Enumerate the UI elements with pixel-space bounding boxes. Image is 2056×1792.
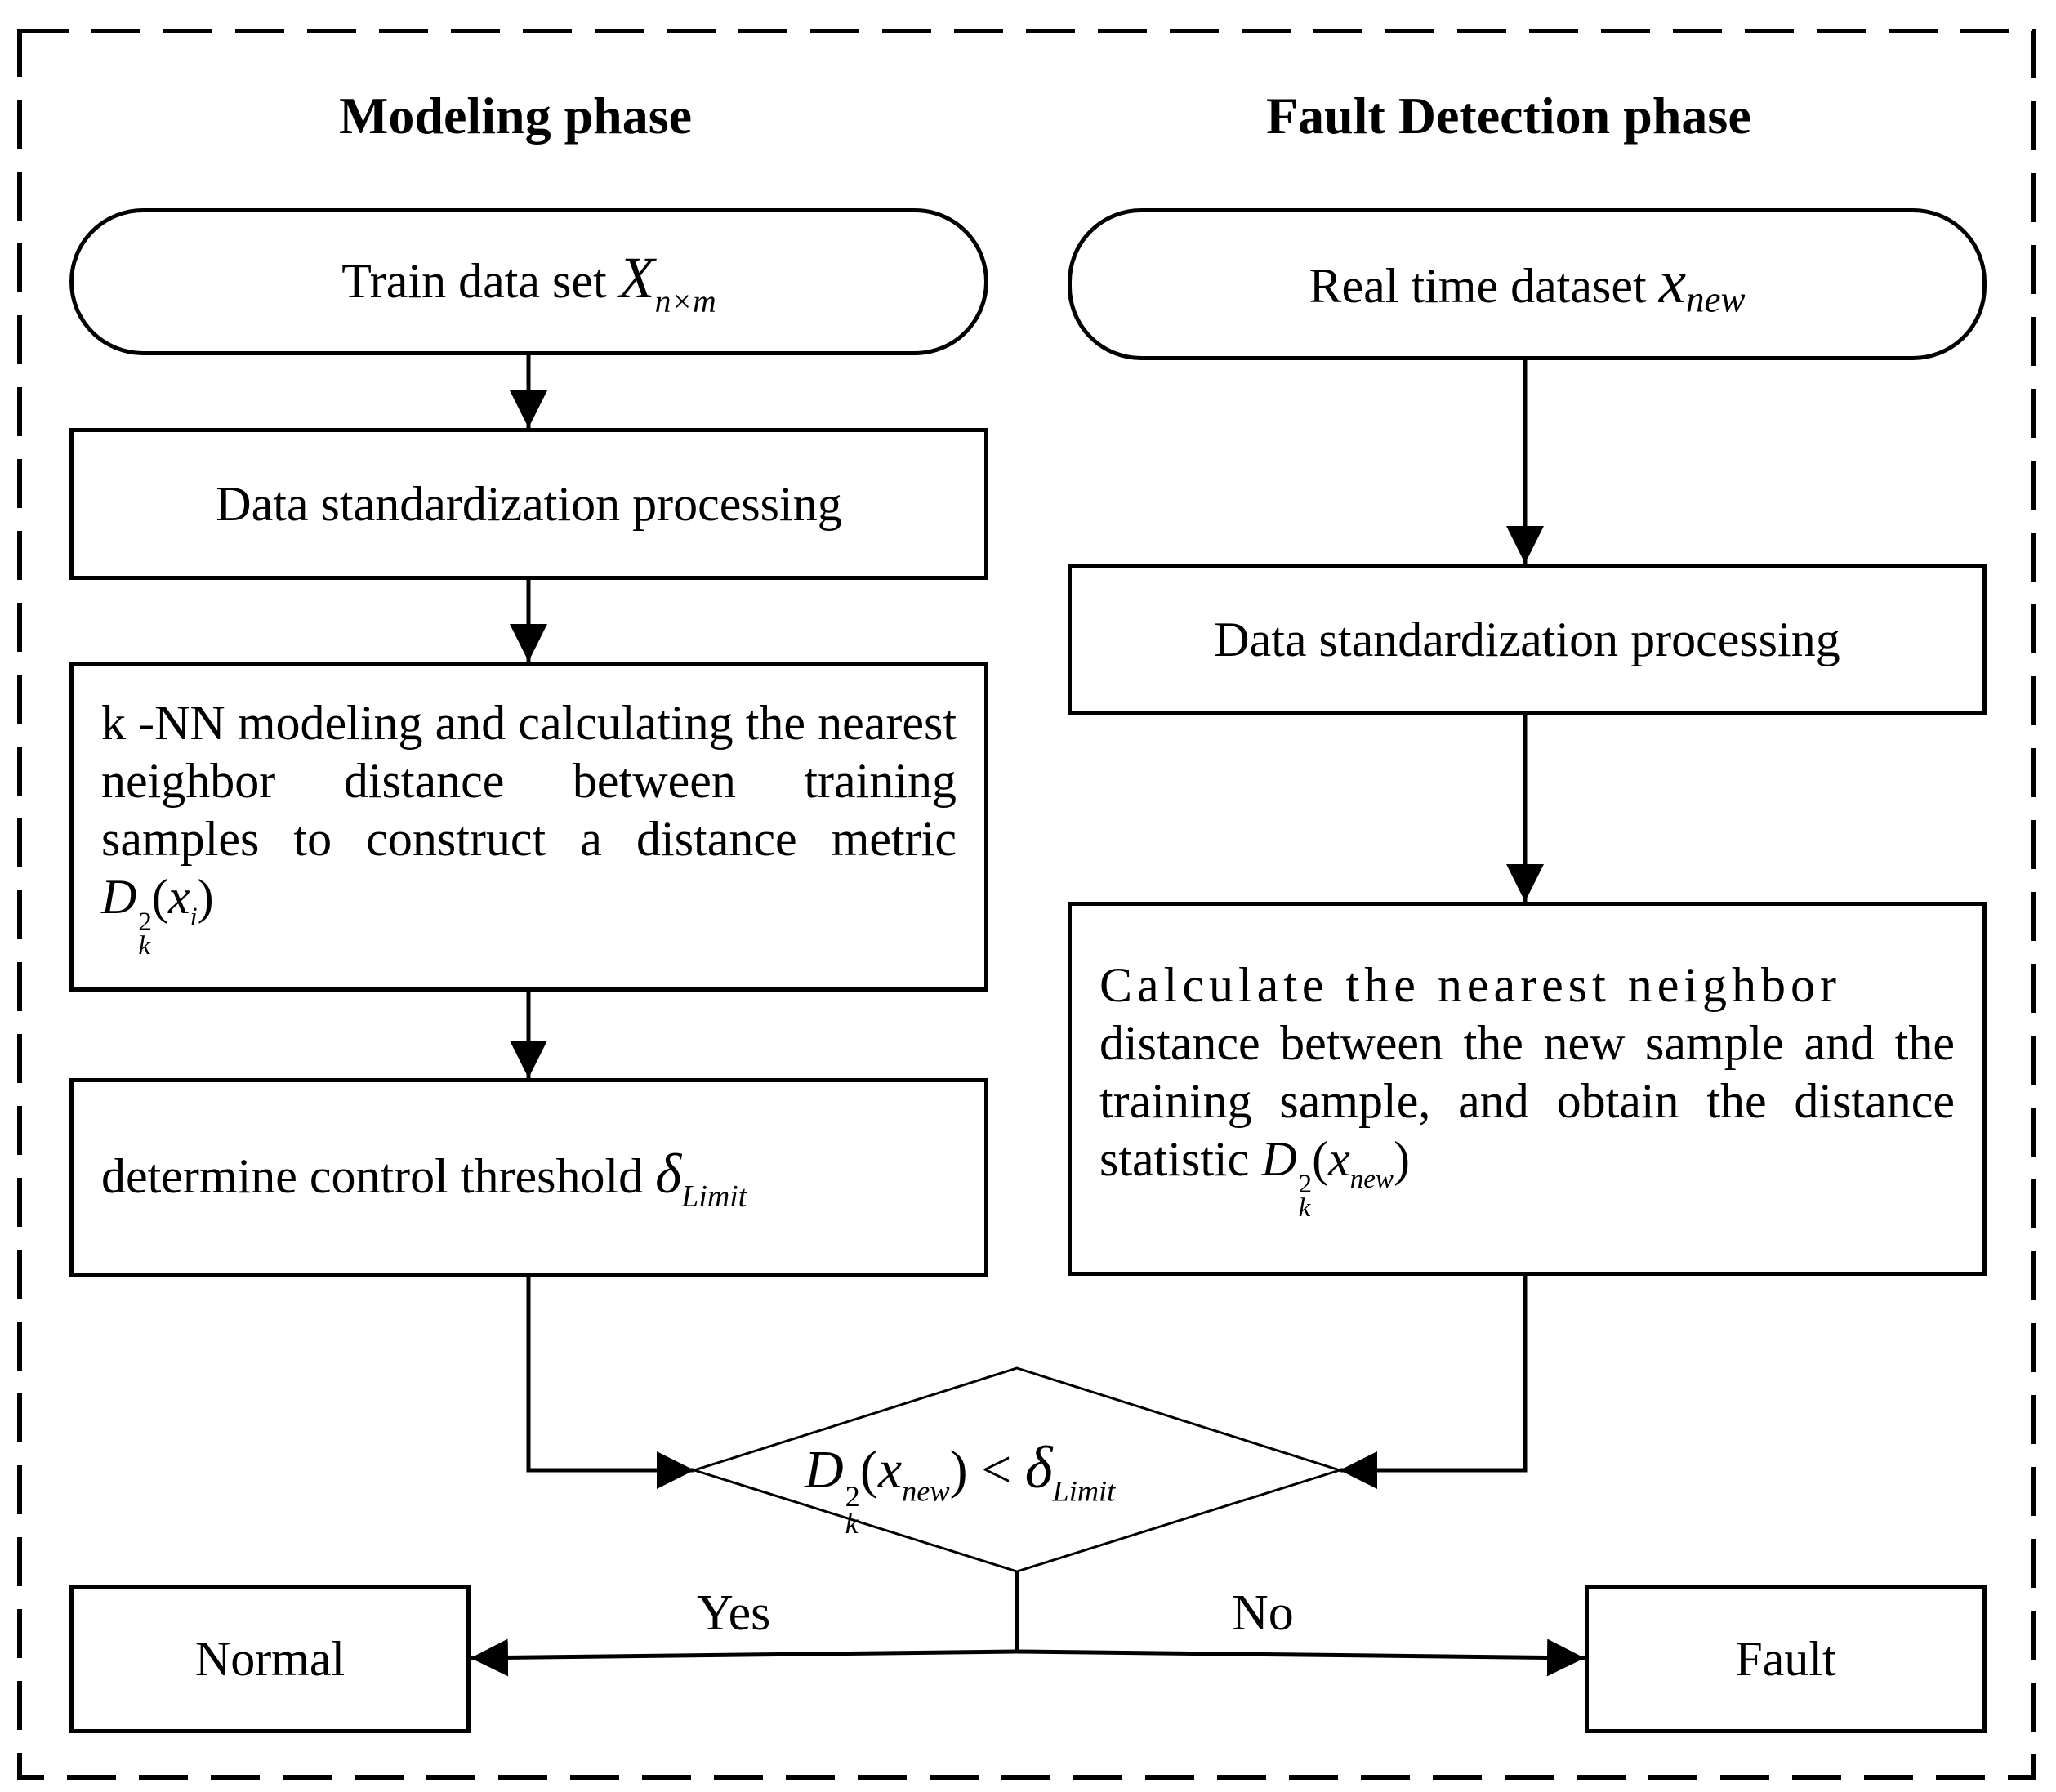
modeling-standardize-label: Data standardization processing (216, 476, 842, 531)
detection-standardize-label: Data standardization processing (1214, 612, 1840, 666)
knn-modeling-node: k -NN modeling and calculating the neare… (69, 662, 988, 992)
threshold-symbol: δLimit (655, 1142, 747, 1214)
threshold-label: determine control threshold (101, 1148, 656, 1203)
dashed-frame (17, 29, 2036, 1780)
knn-modeling-label: k -NN modeling and calculating the neare… (101, 696, 957, 961)
calculate-distance-label: Calculate the nearest neighbor distance … (1099, 958, 1955, 1224)
modeling-phase-heading: Modeling phase (339, 87, 693, 145)
realtime-data-node: Real time dataset xnew (1068, 208, 1987, 360)
realtime-data-label: Real time dataset (1309, 259, 1659, 314)
fault-label: Fault (1735, 1631, 1836, 1686)
arrow-yes-to-normal (470, 1638, 1018, 1677)
no-branch-label: No (1232, 1585, 1294, 1641)
arrow-no-to-fault (1016, 1638, 1585, 1677)
realtime-data-var: xnew (1658, 248, 1746, 320)
normal-label: Normal (194, 1631, 346, 1686)
modeling-standardize-node: Data standardization processing (69, 428, 988, 580)
train-data-node: Train data set Xn×m (69, 208, 988, 355)
detection-standardize-node: Data standardization processing (1068, 564, 1987, 715)
arrow-threshold-to-decision (526, 1277, 694, 1489)
train-data-label: Train data set (341, 253, 619, 308)
train-data-var: Xn×m (618, 244, 716, 319)
arrow-calculate-to-decision (1340, 1276, 1528, 1489)
detection-phase-heading: Fault Detection phase (1266, 87, 1751, 145)
threshold-node: determine control threshold δLimit (69, 1078, 988, 1277)
fault-node: Fault (1585, 1585, 1987, 1733)
calculate-distance-node: Calculate the nearest neighbor distance … (1068, 902, 1987, 1276)
normal-node: Normal (69, 1585, 471, 1733)
yes-branch-label: Yes (697, 1585, 771, 1641)
